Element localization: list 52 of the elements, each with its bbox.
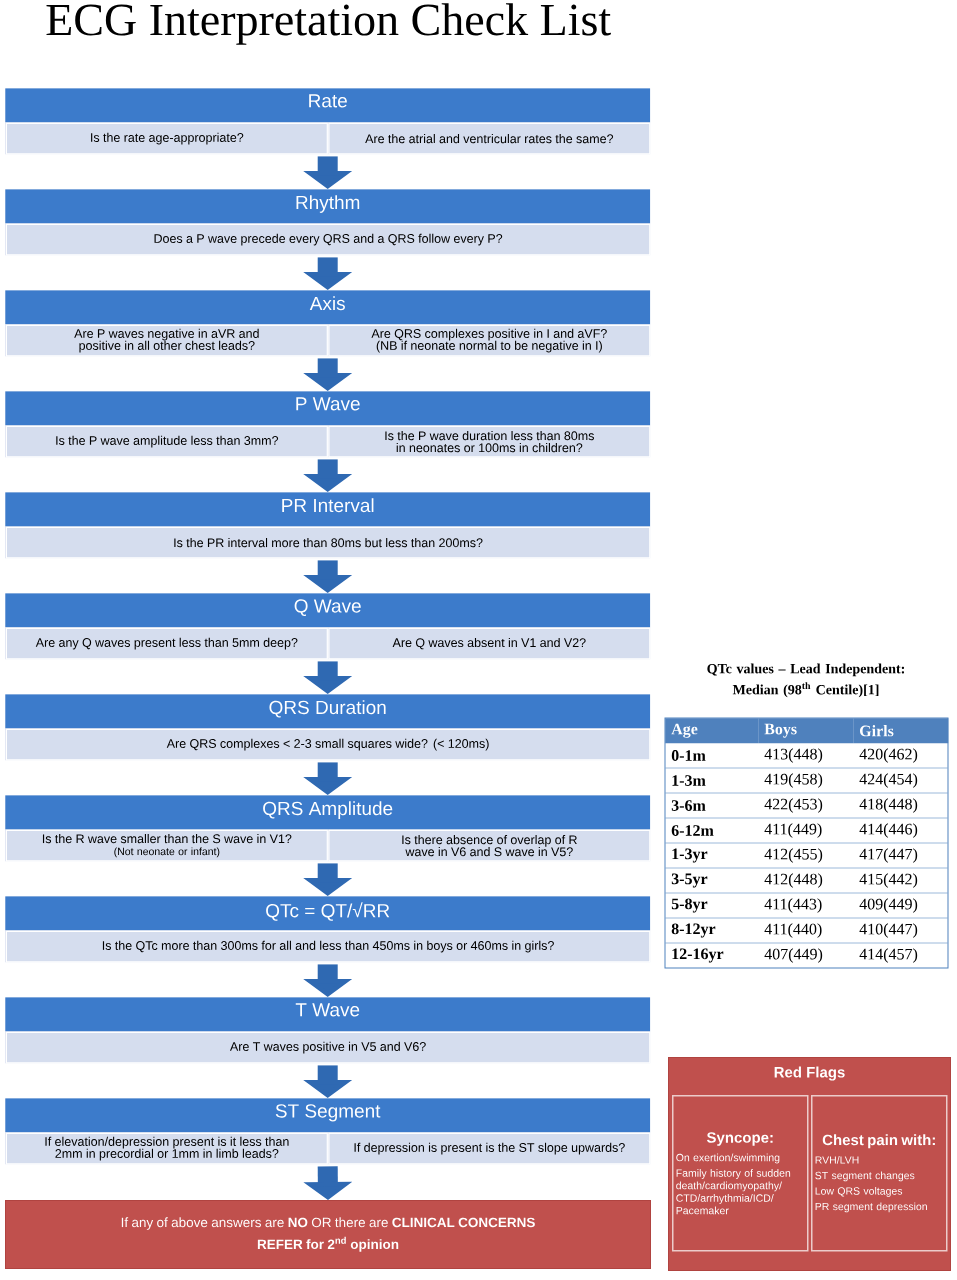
table-cell: 407(449)	[764, 948, 823, 963]
table-cell: 419(458)	[764, 773, 823, 788]
table-cell: 414(446)	[859, 823, 918, 838]
result-box: If any of above answers are NO OR there are CLINICAL CONCERNS REFER for 2$^{nd}$ opinion	[5, 1200, 651, 1269]
title: ECG Interpretation Check List	[46, 3, 611, 45]
question-cell: Is the rate age-appropriate?	[5, 122, 328, 155]
table-cell: 417(447)	[859, 848, 918, 863]
table-cell: 5-8yr	[671, 898, 708, 913]
table-cell: 1-3m	[672, 775, 706, 786]
panel-column: Syncope: On exertion/swimming Family history of sudden death/cardiomyopathy/ CTD/arrhythmia/ICD/ Pacemaker	[672, 1095, 809, 1252]
table-cell: 409(449)	[859, 898, 918, 913]
table-cell: 1-3yr	[672, 848, 708, 863]
table-cell: 3-6m	[671, 800, 706, 811]
table-cell: 418(448)	[859, 798, 918, 813]
panel-column: Chest pain with: RVH/LVH ST segment changes Low QRS voltages PR segment depression	[811, 1095, 948, 1252]
table-cell: 415(442)	[859, 873, 918, 888]
table-cell: 420(462)	[859, 748, 918, 763]
question-cell: Are QRS complexes positive in I and aVF? (NB if neonate normal to be negative in I)	[328, 324, 651, 357]
table-cell: 413(448)	[764, 748, 823, 763]
table-cell: 412(448)	[764, 873, 823, 888]
question-cell: Are T waves positive in V5 and V6?	[5, 1031, 651, 1064]
table-cell: 412(455)	[764, 848, 823, 863]
question-cell: If depression is present is the ST slope upwards?	[328, 1132, 651, 1165]
question-cell: Does a P wave precede every QRS and a QRS follow every P?	[5, 223, 651, 256]
question-cell: Is the R wave smaller than the S wave in V1? (Not neonate or infant)	[5, 829, 328, 862]
table-cell: 411(449)	[764, 823, 822, 838]
question-cell: Is the P wave amplitude less than 3mm?	[5, 425, 328, 458]
table-cell: 422(453)	[764, 798, 823, 813]
table-cell: 414(457)	[859, 948, 918, 963]
question-cell: Is the QTc more than 300ms for all and less than 450ms in boys or 460ms in girls?	[5, 930, 651, 963]
table-cell: 8-12yr	[671, 923, 716, 938]
table-cell: 12-16yr	[672, 948, 724, 963]
table-cell: 424(454)	[859, 773, 918, 788]
table-header-cell: Age	[665, 718, 759, 744]
table-header-cell: Boys	[758, 718, 854, 744]
table-cell: 411(443)	[764, 898, 822, 913]
table-cell: 3-5yr	[671, 873, 708, 888]
question-cell: Is the P wave duration less than 80ms in neonates or 100ms in children?	[328, 425, 651, 458]
question-cell: Is there absence of overlap of R wave in V6 and S wave in V5?	[328, 829, 651, 862]
table-cell: 0-1m	[671, 750, 706, 761]
question-cell: Are Q waves absent in V1 and V2?	[328, 627, 651, 660]
question-cell: Are P waves negative in aVR and positive in all other chest leads?	[5, 324, 328, 357]
table-cell: 411(440)	[764, 923, 822, 938]
table-cell: 6-12m	[671, 825, 714, 836]
question-cell: If elevation/depression present is it less than 2mm in precordial or 1mm in limb leads?	[5, 1132, 328, 1165]
question-cell: Are QRS complexes < 2-3 small squares wide? (< 120ms)	[5, 728, 651, 761]
table-header-cell: Girls	[853, 718, 949, 744]
question-cell: Are the atrial and ventricular rates the same?	[328, 122, 651, 155]
table-title: QTc values – Lead Independent: Median (98$^{th}$ Centile)[1]	[707, 663, 905, 698]
table-cell: 410(447)	[859, 923, 918, 938]
question-cell: Are any Q waves present less than 5mm deep?	[5, 627, 328, 660]
question-cell: Is the PR interval more than 80ms but less than 200ms?	[5, 526, 651, 559]
